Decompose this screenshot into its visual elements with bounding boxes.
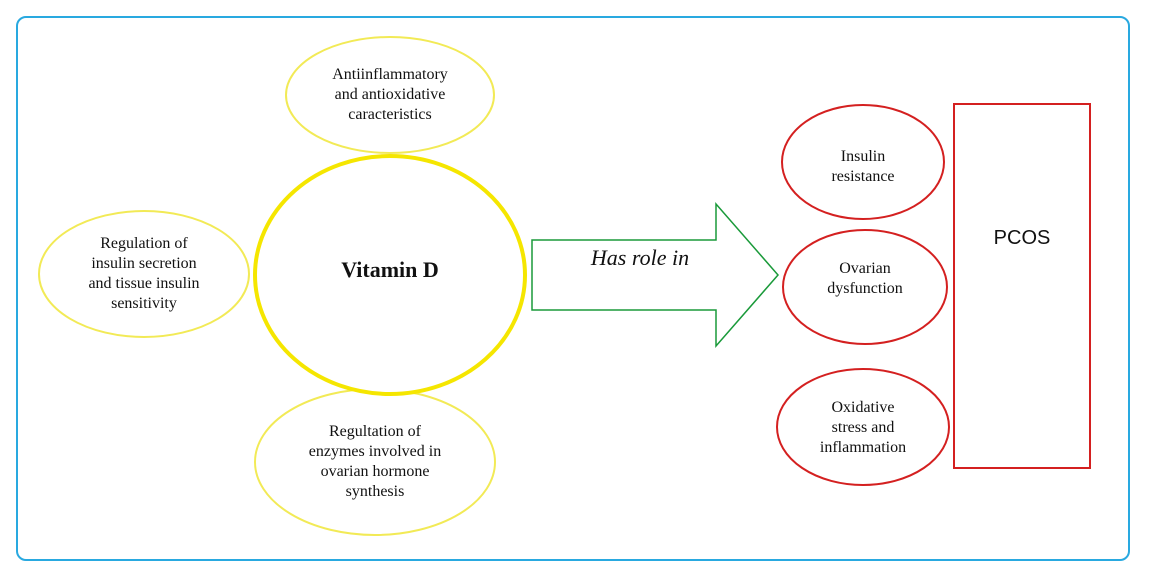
effect-label-ovarian-dysfunction: Ovarian dysfunction	[827, 260, 903, 297]
target-box-pcos	[953, 103, 1091, 469]
diagram-frame	[16, 16, 1130, 561]
effect-label-insulin-resistance: Insulin resistance	[831, 148, 895, 185]
role-node-antiinflammatory	[285, 36, 495, 154]
target-label-pcos: PCOS	[993, 227, 1051, 249]
role-node-insulin-regulation	[38, 210, 250, 338]
role-label-antiinflammatory: Antiinflammatory and antioxidative carac…	[332, 66, 448, 123]
effect-node-ovarian-dysfunction	[782, 229, 948, 345]
center-label: Vitamin D	[341, 257, 439, 282]
effect-label-oxidative-stress: Oxidative stress and inflammation	[819, 399, 907, 456]
role-label-enzyme-regulation: Regultation of enzymes involved in ovari…	[308, 423, 442, 500]
effect-node-oxidative-stress	[776, 368, 950, 486]
role-label-insulin-regulation: Regulation of insulin secretion and tiss…	[88, 235, 200, 312]
effect-node-insulin-resistance	[781, 104, 945, 220]
has-role-arrow	[531, 202, 779, 348]
arrow-label: Has role in	[590, 245, 690, 270]
center-node-vitamin-d	[253, 154, 527, 396]
